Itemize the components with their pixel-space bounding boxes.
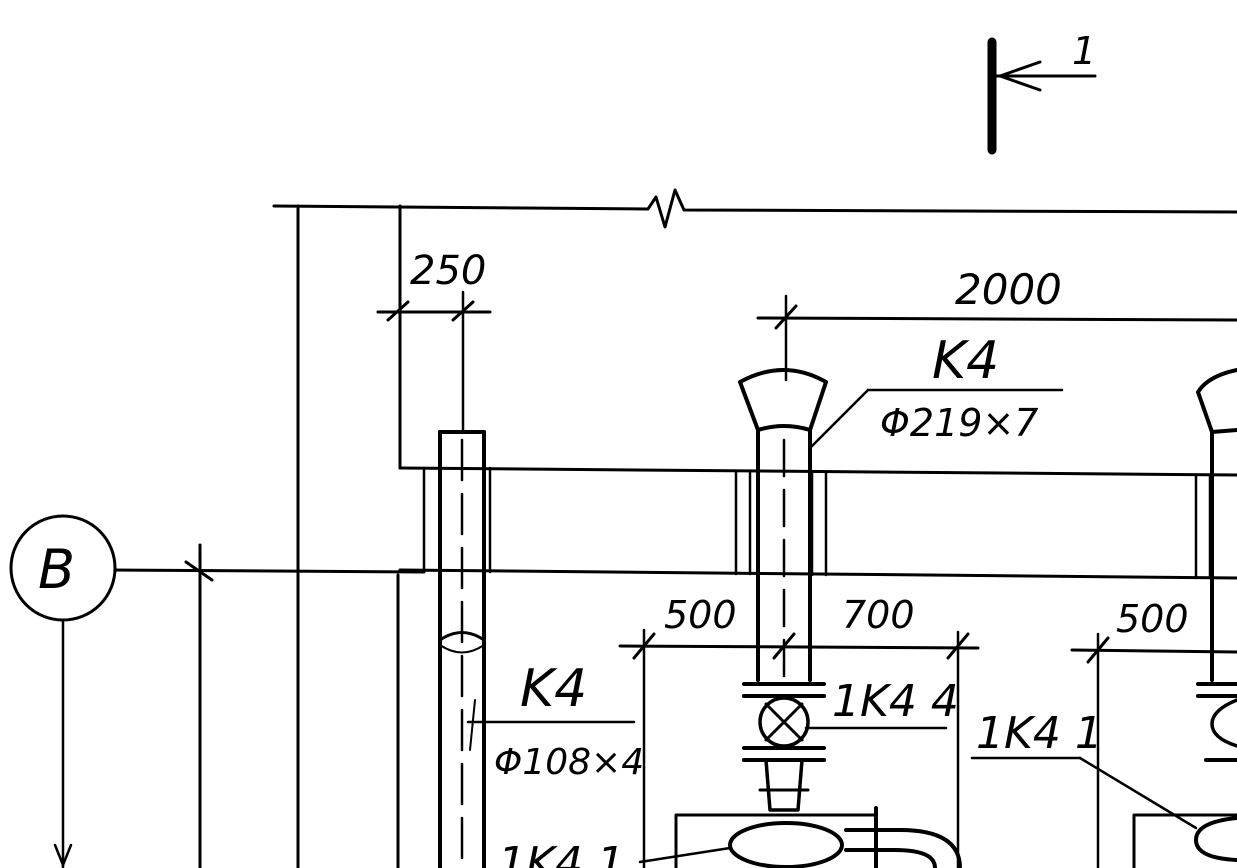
riser-pipe-size: Φ108×4 <box>494 742 644 783</box>
valve-callout-1k41-right: 1K4 1 <box>970 708 1198 830</box>
main-pipe-size: Φ219×7 <box>880 401 1038 445</box>
valve-callout-1k44: 1K4 4 <box>804 676 959 730</box>
dimension-500-700: 500 700 <box>618 593 980 868</box>
arrow-icon <box>998 60 1042 92</box>
overall-dimension-line <box>272 188 1237 868</box>
dimension-label-250: 250 <box>410 248 486 294</box>
valve-label-1k44: 1K4 4 <box>832 676 959 727</box>
grid-axis-label: B <box>38 538 75 601</box>
right-pipe <box>1132 368 1237 868</box>
valve-label-1k41-bottom: 1K4 1 <box>498 838 625 868</box>
main-pipe-callout: K4 Φ219×7 <box>808 331 1064 450</box>
valve-callout-1k41-bottom: 1K4 1 <box>498 838 732 868</box>
valve-label-1k41-right: 1K4 1 <box>976 708 1103 759</box>
grid-axis: B <box>9 514 426 868</box>
dimension-label-700: 700 <box>842 593 915 637</box>
main-pipe-code: K4 <box>932 331 999 391</box>
dimension-250: 250 <box>376 248 492 432</box>
section-marker: 1 <box>987 29 1097 155</box>
dimension-500-right: 500 <box>1070 597 1237 868</box>
riser-pipe-callout: K4 Φ108×4 <box>494 659 644 783</box>
dimension-label-500-right: 500 <box>1116 597 1189 641</box>
arrow-down-icon <box>53 843 73 867</box>
riser-pipe <box>438 430 636 868</box>
riser-pipe-code: K4 <box>520 659 587 719</box>
section-marker-label: 1 <box>1072 29 1096 73</box>
dimension-label-2000: 2000 <box>955 265 1062 314</box>
main-pipe <box>674 368 962 868</box>
dimension-2000: 2000 <box>756 265 1237 382</box>
dimension-label-500-left: 500 <box>664 593 737 637</box>
header-beam <box>398 466 1237 580</box>
